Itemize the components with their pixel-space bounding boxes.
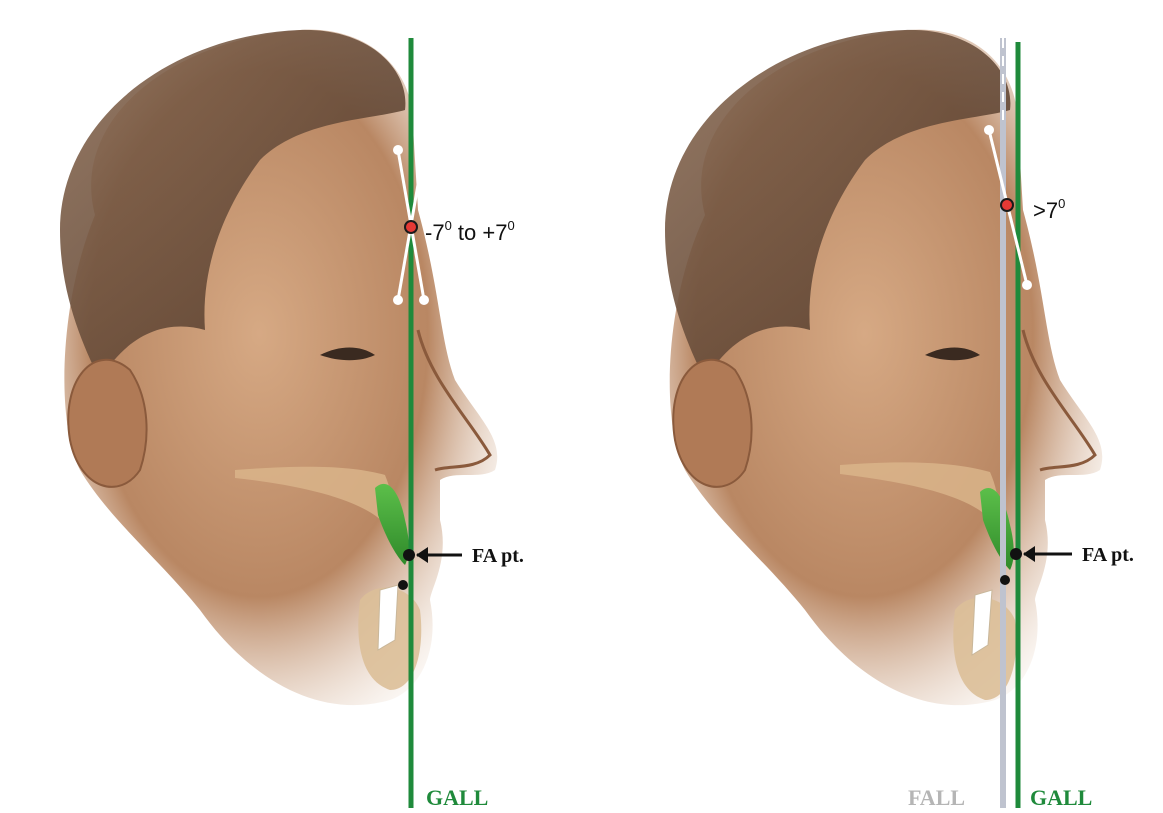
ear — [673, 360, 751, 487]
fall-label: FALL — [908, 785, 965, 810]
lower-point — [1000, 575, 1010, 585]
fa-point — [403, 549, 415, 561]
forehead-point — [405, 221, 417, 233]
angle-end-point — [984, 125, 994, 135]
angle-end-point — [1022, 280, 1032, 290]
fa-point — [1010, 548, 1022, 560]
ear — [68, 360, 146, 487]
angle-end-point — [419, 295, 429, 305]
angle-end-point — [419, 145, 429, 155]
gall-label: GALL — [1030, 785, 1092, 810]
fa-point-label: FA pt. — [472, 545, 524, 567]
lower-incisor — [378, 585, 398, 650]
left-panel: -70 to +70 FA pt. GALL — [60, 30, 524, 810]
gall-label: GALL — [426, 785, 488, 810]
forehead-point — [1001, 199, 1013, 211]
angle-end-point — [393, 295, 403, 305]
lower-point — [398, 580, 408, 590]
angle-label: -70 to +70 — [425, 218, 515, 245]
fa-point-label: FA pt. — [1082, 544, 1134, 566]
right-panel: >70 FA pt. FALL GALL — [665, 30, 1134, 810]
angle-label: >70 — [1033, 196, 1065, 223]
angle-end-point — [393, 145, 403, 155]
